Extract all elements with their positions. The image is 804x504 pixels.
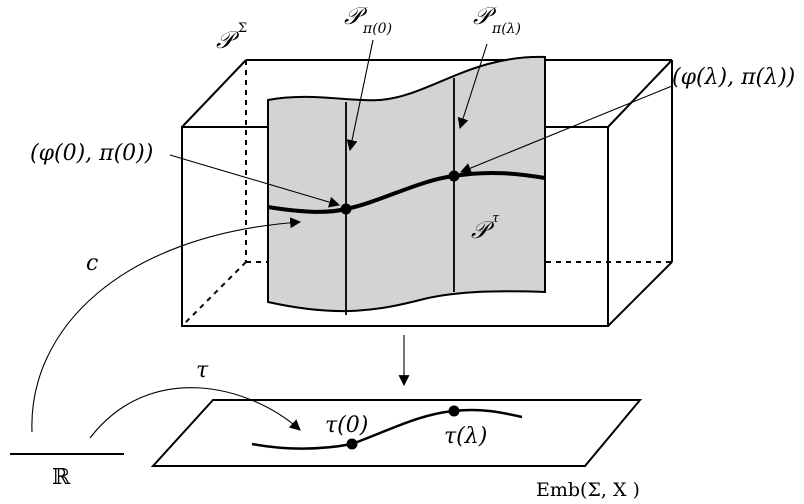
svg-text:π(λ): π(λ)	[491, 21, 521, 37]
curve-c-arrow	[31, 217, 302, 433]
point-taulambda-dot	[448, 405, 460, 417]
svg-text:π(0): π(0)	[362, 21, 392, 37]
arrow-fiber-pi0	[346, 39, 374, 152]
point-phi0-dot	[340, 203, 352, 215]
embedding-plane	[150, 399, 643, 467]
sheet-p-tau	[267, 55, 546, 313]
curve-tau-arrow	[89, 387, 301, 439]
svg-text:τ: τ	[492, 211, 500, 226]
section-curve	[267, 170, 546, 214]
point-tau0-dot	[346, 438, 358, 450]
arrow-point-phi0	[169, 154, 341, 208]
label-tau: τ	[196, 358, 209, 383]
label-point-philambda: (φ(λ), π(λ))	[672, 65, 795, 90]
label-fiber-pilambda: 𝒫 π(λ)	[473, 2, 521, 37]
label-bundle-p-sigma: 𝒫 Σ	[216, 21, 247, 54]
label-c: c	[86, 251, 98, 276]
label-tau0: τ(0)	[325, 413, 368, 438]
point-philambda-dot	[448, 170, 460, 182]
label-reals: ℝ	[52, 465, 71, 490]
label-embedding-space: Emb(Σ, X )	[536, 479, 640, 501]
label-fiber-pi0: 𝒫 π(0)	[344, 2, 392, 37]
svg-text:𝒫: 𝒫	[216, 26, 240, 54]
label-taulambda: τ(λ)	[444, 424, 487, 449]
arrow-point-philambda	[459, 85, 673, 174]
label-point-phi0: (φ(0), π(0))	[30, 141, 153, 166]
arrow-fiber-pilambda	[457, 43, 488, 130]
plane-curve	[251, 408, 523, 450]
svg-text:Σ: Σ	[238, 21, 247, 36]
